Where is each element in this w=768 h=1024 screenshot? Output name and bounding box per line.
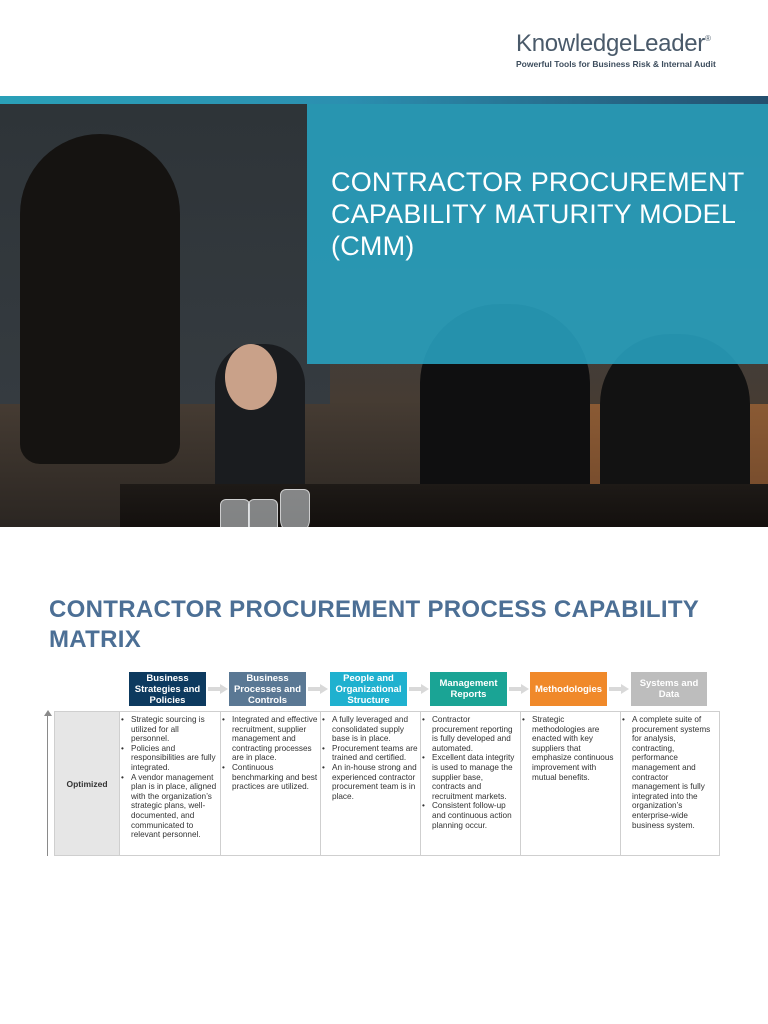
arrow-right-icon	[308, 684, 328, 694]
logo-tagline: Powerful Tools for Business Risk & Inter…	[516, 59, 716, 69]
matrix-cell: A complete suite of procurement systems …	[620, 712, 719, 855]
document-title: CONTRACTOR PROCUREMENT CAPABILITY MATURI…	[331, 167, 744, 261]
column-header-methodologies: Methodologies	[530, 672, 607, 706]
maturity-axis-arrow-icon	[44, 710, 52, 856]
logo-word-part2: Leader	[632, 30, 705, 57]
matrix-bullet: Consistent follow-up and continuous acti…	[421, 801, 518, 830]
matrix-bullet: A fully leveraged and consolidated suppl…	[321, 715, 418, 744]
hero-glass	[248, 499, 278, 527]
matrix-bullet: Strategic sourcing is utilized for all p…	[120, 715, 218, 744]
logo-word-part1: Knowledge	[516, 30, 633, 57]
matrix-bullet: Policies and responsibilities are fully …	[120, 744, 218, 773]
row-label-optimized: Optimized	[55, 712, 119, 855]
arrow-right-icon	[509, 684, 529, 694]
matrix-bullet: An in-house strong and experienced contr…	[321, 763, 418, 801]
matrix-bullet: Excellent data integrity is used to mana…	[421, 753, 518, 801]
matrix-bullet: Contractor procurement reporting is full…	[421, 715, 518, 753]
arrow-right-icon	[208, 684, 228, 694]
capability-matrix: Optimized Strategic sourcing is utilized…	[54, 711, 720, 856]
header-accent-bar	[0, 96, 768, 104]
matrix-bullet: Integrated and effective recruitment, su…	[221, 715, 318, 763]
column-header-people: People and Organizational Structure	[330, 672, 407, 706]
arrow-right-icon	[609, 684, 629, 694]
knowledgeleader-logo: KnowledgeLeader® Powerful Tools for Busi…	[516, 30, 726, 69]
section-title: CONTRACTOR PROCUREMENT PROCESS CAPABILIT…	[49, 596, 699, 653]
matrix-bullet: Procurement teams are trained and certif…	[321, 744, 418, 763]
logo-wordmark: KnowledgeLeader®	[516, 30, 726, 58]
hero-conference-table	[120, 484, 768, 527]
hero-person-silhouette	[20, 134, 180, 464]
matrix-cell: Contractor procurement reporting is full…	[420, 712, 520, 855]
matrix-bullet: A vendor management plan is in place, al…	[120, 773, 218, 840]
matrix-cell: Strategic sourcing is utilized for all p…	[119, 712, 220, 855]
column-header-strategies: Business Strategies and Policies	[129, 672, 206, 706]
matrix-column-headers: Business Strategies and Policies Busines…	[0, 672, 768, 706]
column-header-systems: Systems and Data	[631, 672, 707, 706]
hero-glass	[220, 499, 250, 527]
matrix-bullet: A complete suite of procurement systems …	[621, 715, 717, 830]
logo-registered-mark: ®	[705, 34, 711, 43]
hero-title-panel: CONTRACTOR PROCUREMENT CAPABILITY MATURI…	[307, 104, 768, 364]
matrix-bullet: Continuous benchmarking and best practic…	[221, 763, 318, 792]
column-header-reports: Management Reports	[430, 672, 507, 706]
hero-person-head	[225, 344, 277, 410]
matrix-cell: Strategic methodologies are enacted with…	[520, 712, 620, 855]
matrix-bullet: Strategic methodologies are enacted with…	[521, 715, 618, 782]
hero-glass	[280, 489, 310, 527]
matrix-cell: Integrated and effective recruitment, su…	[220, 712, 320, 855]
matrix-cell: A fully leveraged and consolidated suppl…	[320, 712, 420, 855]
arrow-right-icon	[409, 684, 429, 694]
column-header-processes: Business Processes and Controls	[229, 672, 306, 706]
